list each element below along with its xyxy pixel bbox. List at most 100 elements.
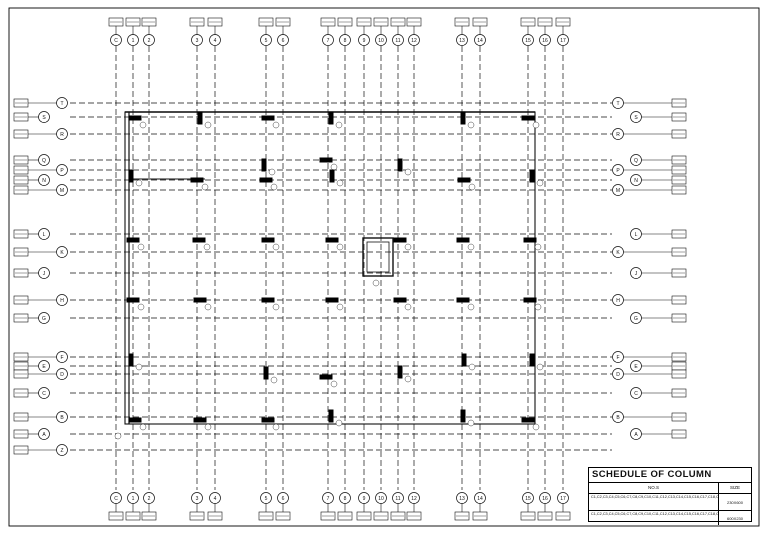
column-mark bbox=[460, 111, 466, 125]
grid-label-top: 5 bbox=[265, 38, 268, 44]
grid-label-right: C bbox=[634, 391, 638, 397]
column-mark bbox=[261, 115, 275, 121]
grid-label-bottom: 10 bbox=[378, 496, 384, 502]
grid-label-left: Z bbox=[60, 448, 63, 454]
column-tag bbox=[270, 376, 278, 384]
column-mark bbox=[192, 237, 206, 243]
grid-label-right: H bbox=[616, 298, 620, 304]
grid-label-right: L bbox=[635, 232, 638, 238]
column-tag bbox=[404, 375, 412, 383]
column-mark bbox=[319, 157, 333, 163]
grid-label-right: K bbox=[616, 250, 620, 256]
column-mark bbox=[128, 353, 134, 367]
column-mark bbox=[126, 297, 140, 303]
grid-label-left: A bbox=[42, 432, 46, 438]
grid-label-bottom: 7 bbox=[327, 496, 330, 502]
column-tag bbox=[203, 243, 211, 251]
column-mark bbox=[523, 237, 537, 243]
grid-label-right: Q bbox=[634, 158, 638, 164]
column-tag bbox=[534, 303, 542, 311]
schedule-of-column-table: SCHEDULE OF COLUMN NO.S SIZE C1,C2,C3,C4… bbox=[588, 467, 752, 525]
grid-label-right: D bbox=[616, 372, 620, 378]
grid-label-top: 8 bbox=[344, 38, 347, 44]
schedule-title: SCHEDULE OF COLUMN bbox=[589, 468, 751, 483]
grid-label-left: G bbox=[42, 316, 46, 322]
column-tag bbox=[532, 423, 540, 431]
column-mark bbox=[197, 111, 203, 125]
grid-label-top: 15 bbox=[525, 38, 531, 44]
column-mark bbox=[261, 158, 267, 172]
column-mark bbox=[261, 417, 275, 423]
column-tag bbox=[135, 179, 143, 187]
grid-label-top: 2 bbox=[148, 38, 151, 44]
column-tag bbox=[404, 168, 412, 176]
column-mark bbox=[529, 353, 535, 367]
column-tag bbox=[139, 121, 147, 129]
origin-tag bbox=[114, 432, 122, 440]
column-mark bbox=[190, 177, 204, 183]
column-mark bbox=[325, 297, 339, 303]
column-mark bbox=[393, 237, 407, 243]
grid-label-left: C bbox=[42, 391, 46, 397]
grid-label-bottom: 3 bbox=[196, 496, 199, 502]
column-tag bbox=[532, 121, 540, 129]
column-tag bbox=[330, 163, 338, 171]
grid-label-left: N bbox=[42, 178, 46, 184]
column-mark bbox=[457, 177, 471, 183]
grid-label-bottom: 8 bbox=[344, 496, 347, 502]
grid-label-bottom: 9 bbox=[363, 496, 366, 502]
grid-label-left: M bbox=[60, 188, 64, 194]
column-tag bbox=[467, 121, 475, 129]
column-tag bbox=[272, 303, 280, 311]
column-mark bbox=[261, 297, 275, 303]
column-tag bbox=[204, 423, 212, 431]
grid-label-right: M bbox=[616, 188, 620, 194]
grid-label-left: Q bbox=[42, 158, 46, 164]
schedule-header-no: NO.S bbox=[589, 483, 719, 493]
column-mark bbox=[126, 237, 140, 243]
grid-label-top: 6 bbox=[282, 38, 285, 44]
grid-label-top: 3 bbox=[196, 38, 199, 44]
grid-label-right: T bbox=[616, 101, 619, 107]
grid-label-left: P bbox=[60, 168, 64, 174]
grid-label-right: A bbox=[634, 432, 638, 438]
grid-label-top: 9 bbox=[363, 38, 366, 44]
column-tag bbox=[404, 303, 412, 311]
column-mark bbox=[329, 169, 335, 183]
column-mark bbox=[261, 237, 275, 243]
grid-label-bottom: 16 bbox=[542, 496, 548, 502]
column-tag bbox=[272, 121, 280, 129]
schedule-row-2: C1,C2,C3,C4,C5,C6,C7,C8,C9,C10,C11,C12,C… bbox=[589, 511, 751, 525]
column-tag bbox=[467, 419, 475, 427]
grid-label-top: C bbox=[114, 38, 118, 44]
grid-label-right: B bbox=[616, 415, 620, 421]
grid-label-bottom: C bbox=[114, 496, 118, 502]
grid-label-left: J bbox=[43, 271, 46, 277]
column-mark bbox=[128, 169, 134, 183]
grid-label-top: 16 bbox=[542, 38, 548, 44]
schedule-row-2-columns: C1,C2,C3,C4,C5,C6,C7,C8,C9,C10,C11,C12,C… bbox=[589, 511, 719, 525]
grid-label-left: R bbox=[60, 132, 64, 138]
column-mark bbox=[460, 409, 466, 423]
grid-label-bottom: 5 bbox=[265, 496, 268, 502]
column-mark bbox=[128, 115, 142, 121]
column-tag bbox=[139, 423, 147, 431]
column-mark bbox=[319, 374, 333, 380]
schedule-header-size: SIZE bbox=[729, 485, 740, 490]
column-mark bbox=[521, 115, 535, 121]
grid-label-right: G bbox=[634, 316, 638, 322]
column-tag bbox=[336, 243, 344, 251]
lift-tag bbox=[372, 279, 380, 287]
column-mark bbox=[193, 297, 207, 303]
column-mark bbox=[529, 169, 535, 183]
grid-label-right: F bbox=[616, 355, 619, 361]
grid-label-left: E bbox=[42, 364, 46, 370]
grid-label-right: P bbox=[616, 168, 620, 174]
grid-label-top: 11 bbox=[395, 38, 400, 44]
schedule-header-row: NO.S SIZE bbox=[589, 483, 751, 494]
grid-label-right: E bbox=[634, 364, 638, 370]
grid-label-right: N bbox=[634, 178, 638, 184]
column-mark bbox=[521, 417, 535, 423]
grid-label-left: H bbox=[60, 298, 64, 304]
column-tag bbox=[270, 183, 278, 191]
